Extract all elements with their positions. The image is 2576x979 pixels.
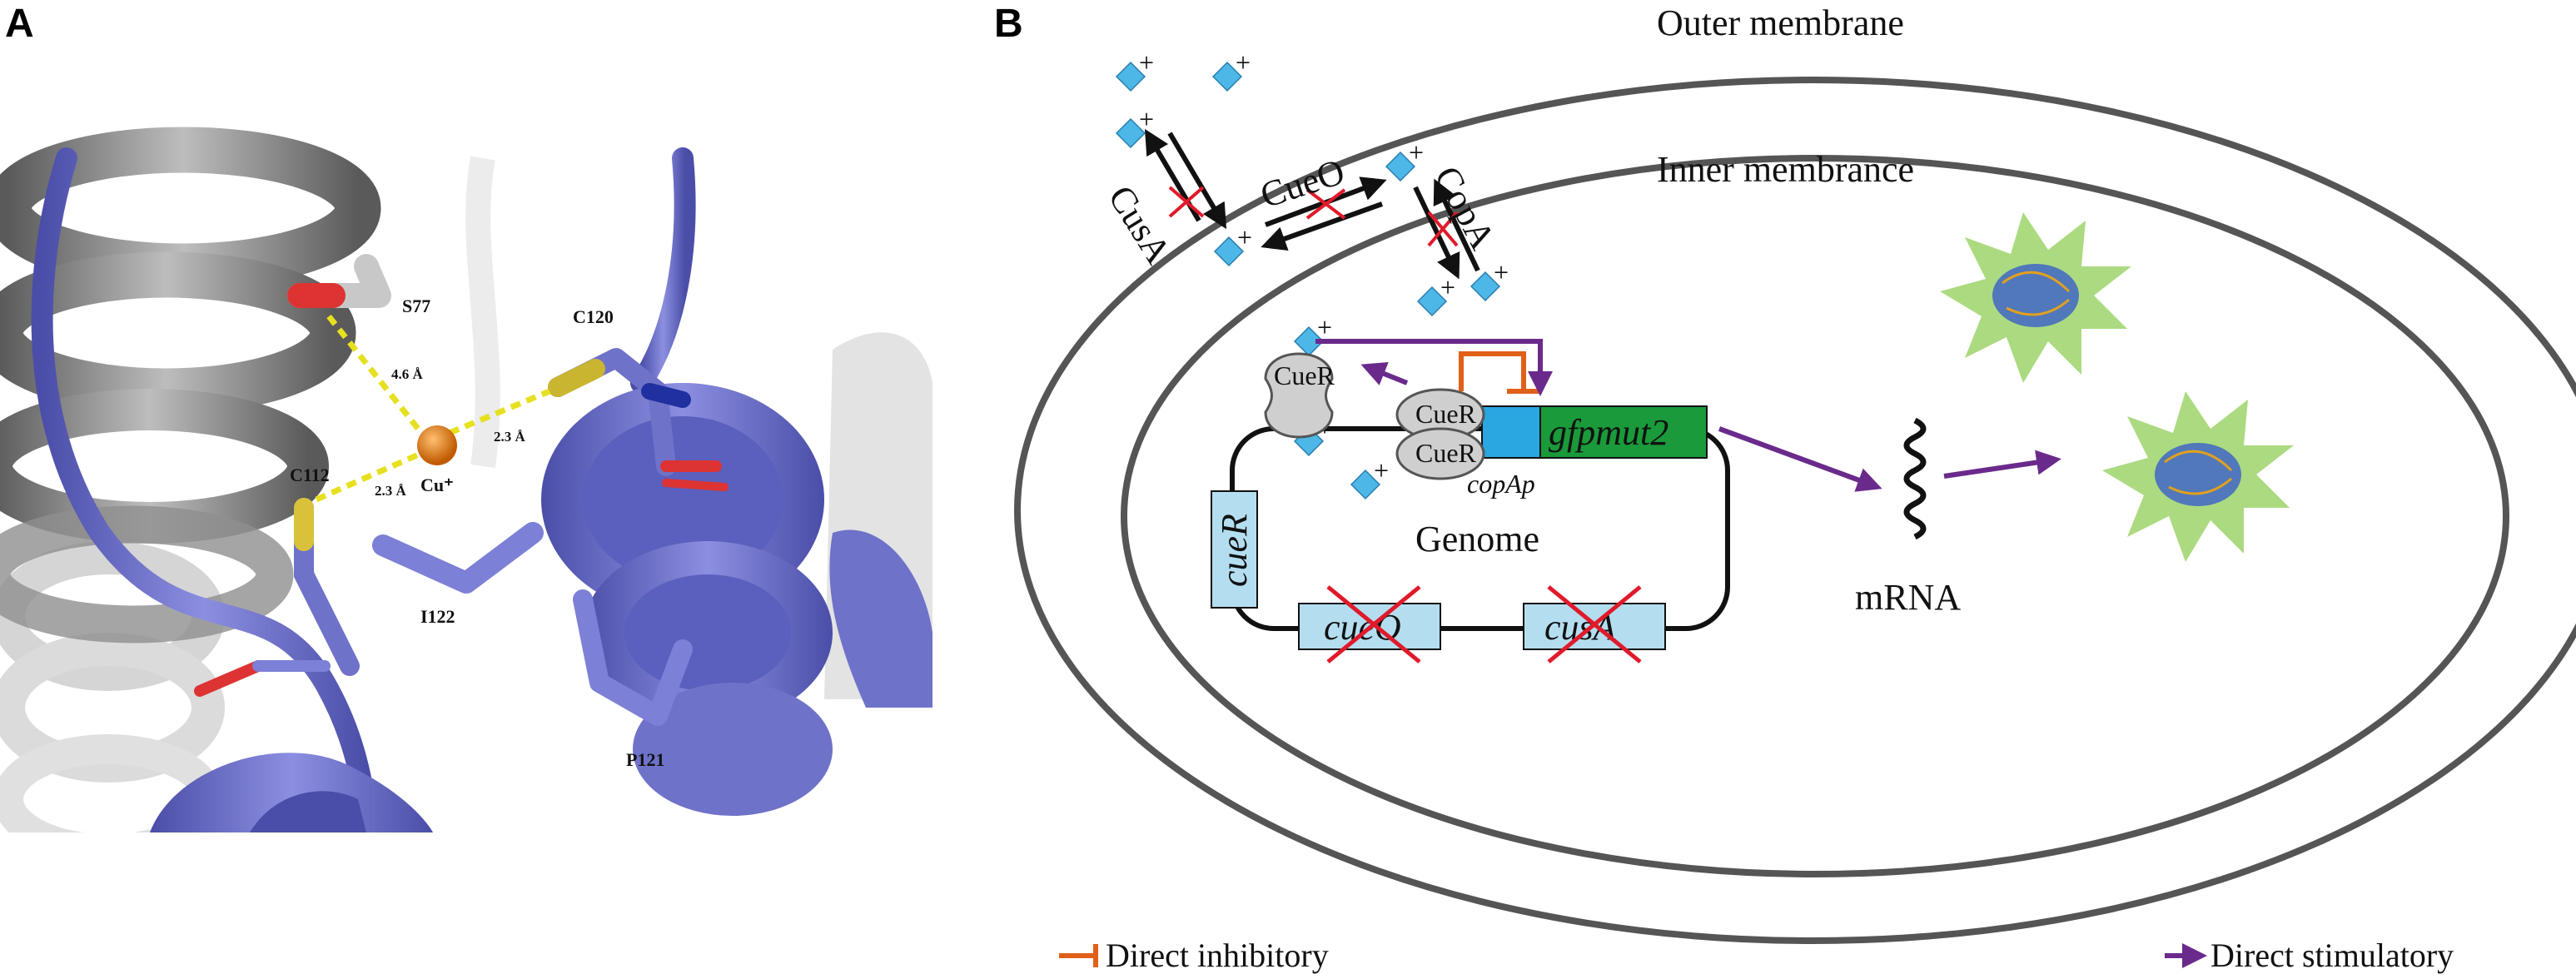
svg-text:cueR: cueR bbox=[1214, 514, 1255, 587]
cuer-dimer-free: CueR bbox=[1264, 352, 1335, 439]
svg-text:+: + bbox=[1317, 312, 1332, 342]
gfp-protein-2 bbox=[2102, 391, 2294, 562]
copap-label: copAp bbox=[1467, 469, 1535, 499]
cueo-transporter: CueO bbox=[1256, 151, 1387, 251]
mrna-label: mRNA bbox=[1855, 577, 1961, 618]
stimulation-arrow-cuer bbox=[1360, 361, 1409, 385]
cueo-label: CueO bbox=[1256, 151, 1350, 216]
label-i122: I122 bbox=[420, 606, 455, 627]
label-s77: S77 bbox=[402, 296, 430, 316]
svg-text:+: + bbox=[1440, 272, 1455, 302]
gene-cusa: cusA bbox=[1523, 585, 1666, 663]
distance-c112-cu: 2.3 Å bbox=[375, 483, 407, 499]
legend-stimulatory: Direct stimulatory bbox=[2165, 937, 2454, 974]
gfpmut2-gene bbox=[1539, 405, 1708, 459]
gene-cuer: cueR bbox=[1211, 490, 1258, 609]
inhibition-arrow bbox=[1459, 351, 1526, 391]
copap-promoter bbox=[1481, 405, 1541, 459]
gene-cueo: cueO bbox=[1298, 585, 1441, 663]
gray-helix bbox=[0, 127, 381, 644]
transcription-arrow bbox=[1718, 426, 1882, 492]
svg-text:+: + bbox=[1139, 104, 1154, 134]
inner-membrane bbox=[1121, 155, 2509, 877]
cusa-transporter: CusA bbox=[1101, 128, 1227, 271]
svg-text:+: + bbox=[1494, 257, 1509, 287]
distance-c120-cu: 2.3 Å bbox=[494, 429, 526, 445]
translation-arrow bbox=[1943, 450, 2061, 479]
label-cu: Cu⁺ bbox=[420, 475, 454, 495]
outer-membrane-label: Outer membrane bbox=[1657, 2, 1904, 43]
cuer-dimer-bound: CueR CueR bbox=[1395, 388, 1485, 480]
inner-membrane-label: Inner membrance bbox=[1657, 149, 1914, 190]
distance-s77-cu: 4.6 Å bbox=[391, 366, 424, 382]
svg-text:CueR: CueR bbox=[1415, 399, 1477, 429]
stimulation-arrow-gfp bbox=[1315, 339, 1553, 396]
label-c120: C120 bbox=[573, 306, 614, 327]
svg-text:CueR: CueR bbox=[1274, 360, 1335, 390]
svg-text:+: + bbox=[1236, 47, 1251, 77]
panel-b-letter: B bbox=[994, 2, 1023, 46]
panel-a-letter: A bbox=[5, 2, 34, 46]
svg-text:CueR: CueR bbox=[1415, 438, 1477, 468]
blue-helix bbox=[541, 383, 932, 816]
svg-text:Direct stimulatory: Direct stimulatory bbox=[2210, 937, 2454, 974]
genome-label: Genome bbox=[1415, 519, 1539, 559]
svg-text:+: + bbox=[1139, 47, 1154, 77]
gfpmut2-label: gfpmut2 bbox=[1549, 412, 1668, 453]
svg-text:+: + bbox=[1374, 455, 1389, 485]
legend-inhibitory: Direct inhibitory bbox=[1059, 937, 1329, 974]
protein-structure bbox=[0, 127, 941, 979]
svg-text:+: + bbox=[1409, 137, 1424, 167]
svg-text:+: + bbox=[1237, 222, 1252, 252]
label-p121: P121 bbox=[626, 749, 664, 770]
copa-transporter: CopA bbox=[1413, 160, 1504, 280]
svg-text:Direct inhibitory: Direct inhibitory bbox=[1106, 937, 1329, 974]
mrna-squiggle bbox=[1903, 417, 1927, 540]
label-c112: C112 bbox=[290, 465, 330, 485]
copper-atom bbox=[417, 425, 457, 465]
outer-membrane bbox=[1014, 77, 2576, 944]
copa-label: CopA bbox=[1426, 160, 1504, 256]
gfp-protein-1 bbox=[1940, 212, 2131, 383]
